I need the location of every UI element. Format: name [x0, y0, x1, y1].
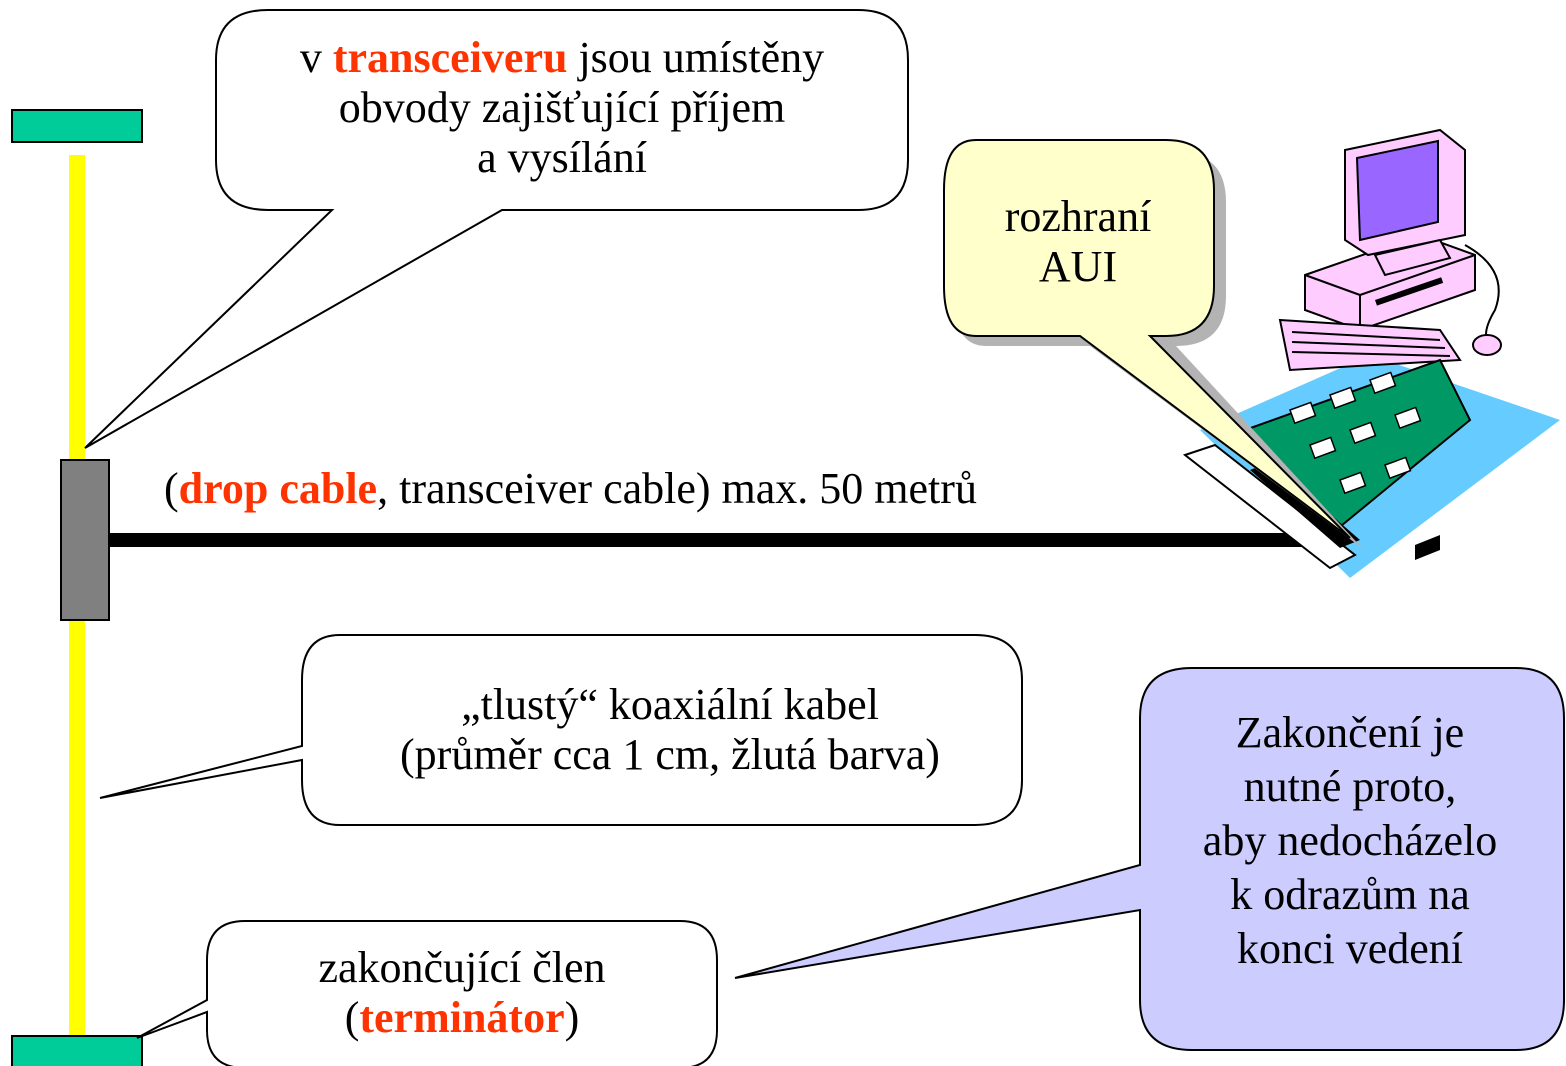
terminator-callout	[136, 920, 718, 1066]
drop-cable-label: (drop cable, transceiver cable) max. 50 …	[164, 464, 977, 514]
aui-callout-text: rozhraní AUI	[944, 192, 1212, 292]
transceiver-callout	[84, 9, 909, 449]
terminator-line-2: (terminátor)	[207, 993, 717, 1043]
coax-callout	[99, 634, 1023, 826]
note-line-1: Zakončení je	[1235, 708, 1465, 757]
transceiver-line-2: obvody zajišťující příjem	[338, 83, 786, 132]
coax-callout-text: „tlustý“ koaxiální kabel (průměr cca 1 c…	[320, 680, 1020, 780]
aui-callout	[943, 139, 1351, 539]
terminator-line-1: zakončující člen	[318, 943, 606, 992]
transceiver-line-3: a vysílání	[477, 133, 647, 182]
transceiver-highlight: transceiveru	[332, 33, 568, 82]
bottom-terminator	[11, 1035, 143, 1066]
note-line-2: nutné proto,	[1243, 762, 1457, 811]
note-line-3: aby nedocházelo	[1202, 816, 1498, 865]
transceiver-post-text: jsou umístěny	[567, 33, 825, 82]
drop-cable-open: (	[164, 464, 179, 513]
terminator-close: )	[564, 993, 580, 1042]
coax-line-2: (průměr cca 1 cm, žlutá barva)	[400, 730, 940, 779]
note-line-4: k odrazům na	[1230, 870, 1470, 919]
transceiver-box	[60, 459, 110, 621]
drop-cable-rest: , transceiver cable) max. 50 metrů	[377, 464, 977, 513]
coax-line-1: „tlustý“ koaxiální kabel	[461, 680, 879, 729]
aui-line-1: rozhraní	[1004, 192, 1152, 241]
termination-note-callout	[734, 667, 1565, 1051]
aui-line-2: AUI	[1038, 242, 1118, 291]
note-line-5: konci vedení	[1236, 924, 1464, 973]
transceiver-callout-text: v transceiveru jsou umístěny obvody zaji…	[216, 33, 908, 183]
terminator-highlight: terminátor	[359, 993, 565, 1042]
drop-cable-highlight: drop cable	[178, 464, 378, 513]
transceiver-pre-text: v	[299, 33, 333, 82]
terminator-open: (	[344, 993, 360, 1042]
terminator-callout-text: zakončující člen (terminátor)	[207, 943, 717, 1043]
drop-cable	[108, 533, 1358, 547]
termination-note-text: Zakončení je nutné proto, aby nedocházel…	[1145, 706, 1555, 976]
top-terminator	[11, 109, 143, 143]
transceiver-line-1: v transceiveru jsou umístěny	[216, 33, 908, 83]
desktop-computer-icon	[1200, 128, 1560, 578]
